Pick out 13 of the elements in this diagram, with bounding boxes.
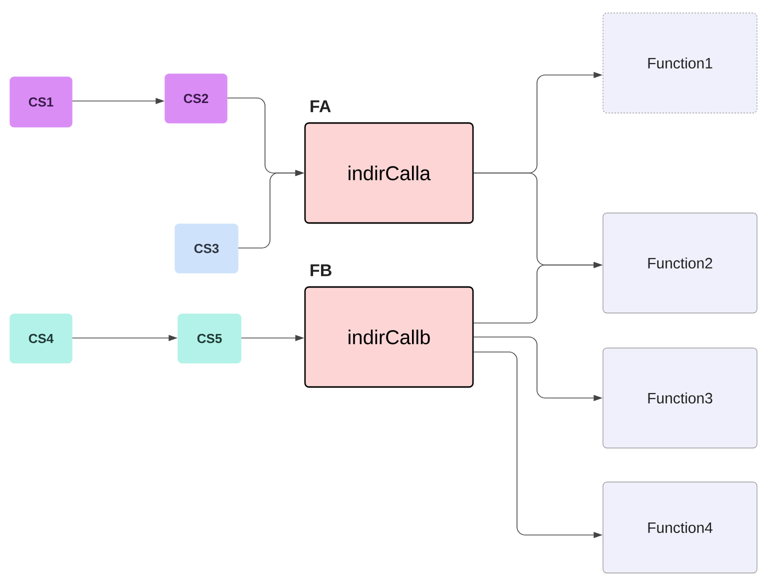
- call-site-box: CS2: [164, 74, 228, 124]
- function-box: Function2: [602, 212, 758, 314]
- function-box: Function4: [602, 482, 758, 574]
- call-site-box: CS1: [10, 76, 72, 128]
- function-box: Function3: [602, 348, 758, 448]
- indirect-call-box: indirCalla: [304, 122, 474, 224]
- box-heading: FA: [310, 100, 331, 112]
- call-site-box: CS4: [10, 314, 72, 364]
- function-box: Function1: [602, 12, 758, 114]
- box-heading: FB: [310, 264, 332, 276]
- indirect-call-box: indirCallb: [304, 286, 474, 388]
- call-site-box: CS3: [174, 224, 238, 274]
- call-site-box: CS5: [178, 314, 242, 364]
